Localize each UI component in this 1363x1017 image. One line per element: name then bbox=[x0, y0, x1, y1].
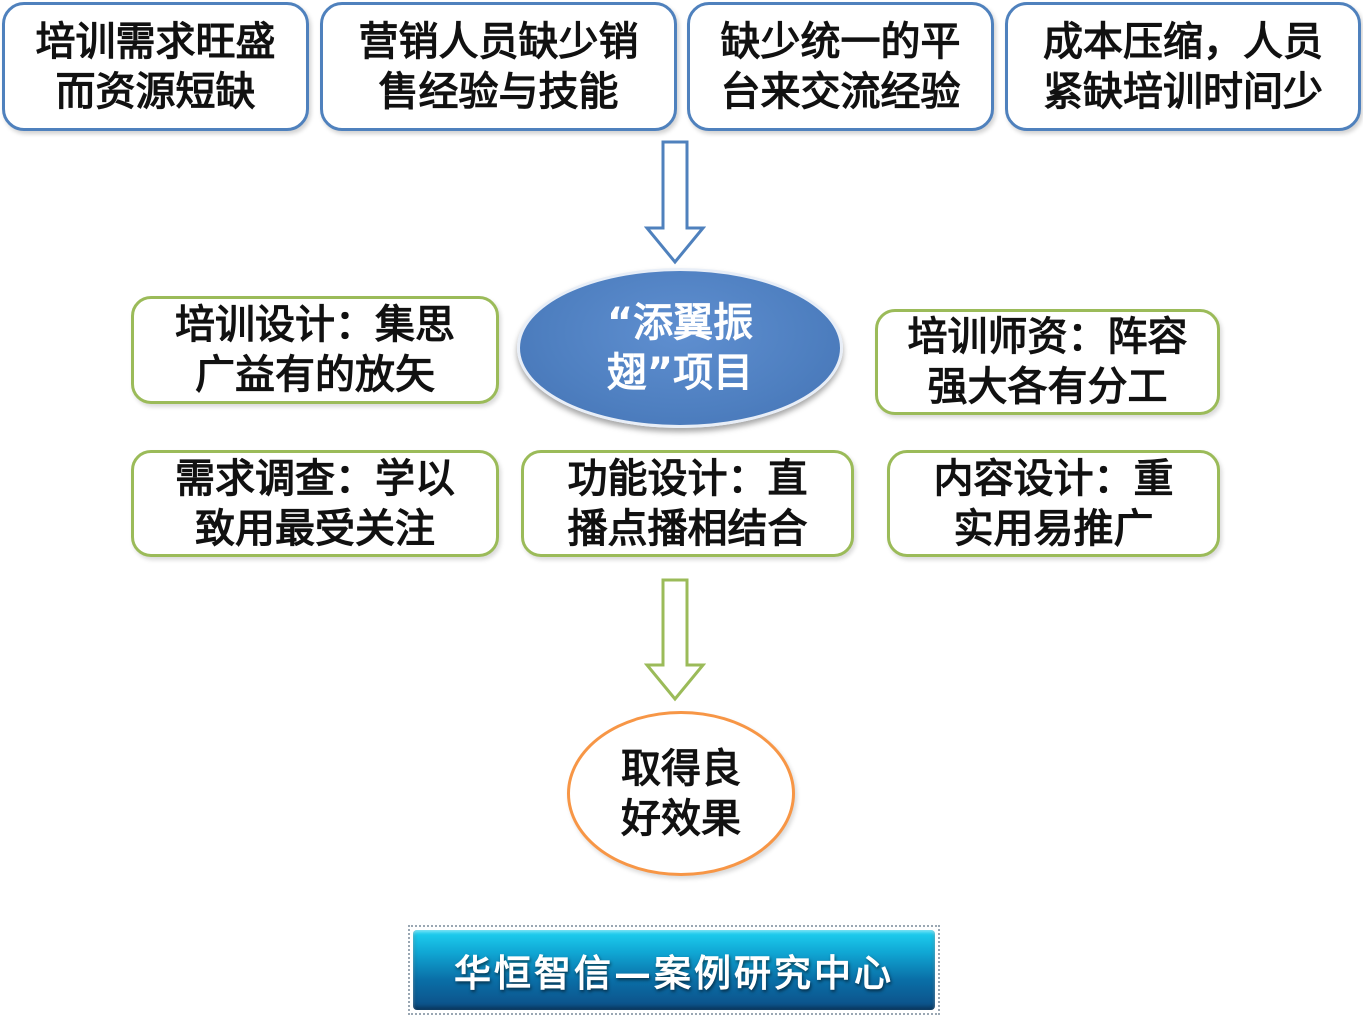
down-arrow-icon bbox=[644, 578, 706, 702]
function-design-box: 功能设计：直 播点播相结合 bbox=[521, 450, 854, 557]
needs-survey-box: 需求调查：学以 致用最受关注 bbox=[131, 450, 499, 557]
problem-box-cost-time: 成本压缩，人员 紧缺培训时间少 bbox=[1005, 2, 1361, 131]
problem-box-sales-skills: 营销人员缺少销 售经验与技能 bbox=[320, 2, 677, 131]
content-design-box: 内容设计：重 实用易推广 bbox=[887, 450, 1220, 557]
project-ellipse: “添翼振 翅”项目 bbox=[517, 268, 843, 428]
problem-box-training-demand: 培训需求旺盛 而资源短缺 bbox=[2, 2, 309, 131]
down-arrow-icon bbox=[644, 140, 706, 265]
result-text: 取得良 好效果 bbox=[621, 745, 741, 842]
trainer-team-box: 培训师资：阵容 强大各有分工 bbox=[875, 309, 1220, 415]
result-ellipse: 取得良 好效果 bbox=[567, 711, 795, 876]
footer-banner: 华恒智信—案例研究中心 bbox=[408, 925, 940, 1015]
training-design-box: 培训设计：集思 广益有的放矢 bbox=[131, 296, 499, 404]
project-title: “添翼振 翅”项目 bbox=[606, 300, 754, 396]
footer-banner-inner: 华恒智信—案例研究中心 bbox=[413, 930, 935, 1010]
footer-text: 华恒智信—案例研究中心 bbox=[454, 951, 894, 995]
problem-box-no-platform: 缺少统一的平 台来交流经验 bbox=[687, 2, 994, 131]
